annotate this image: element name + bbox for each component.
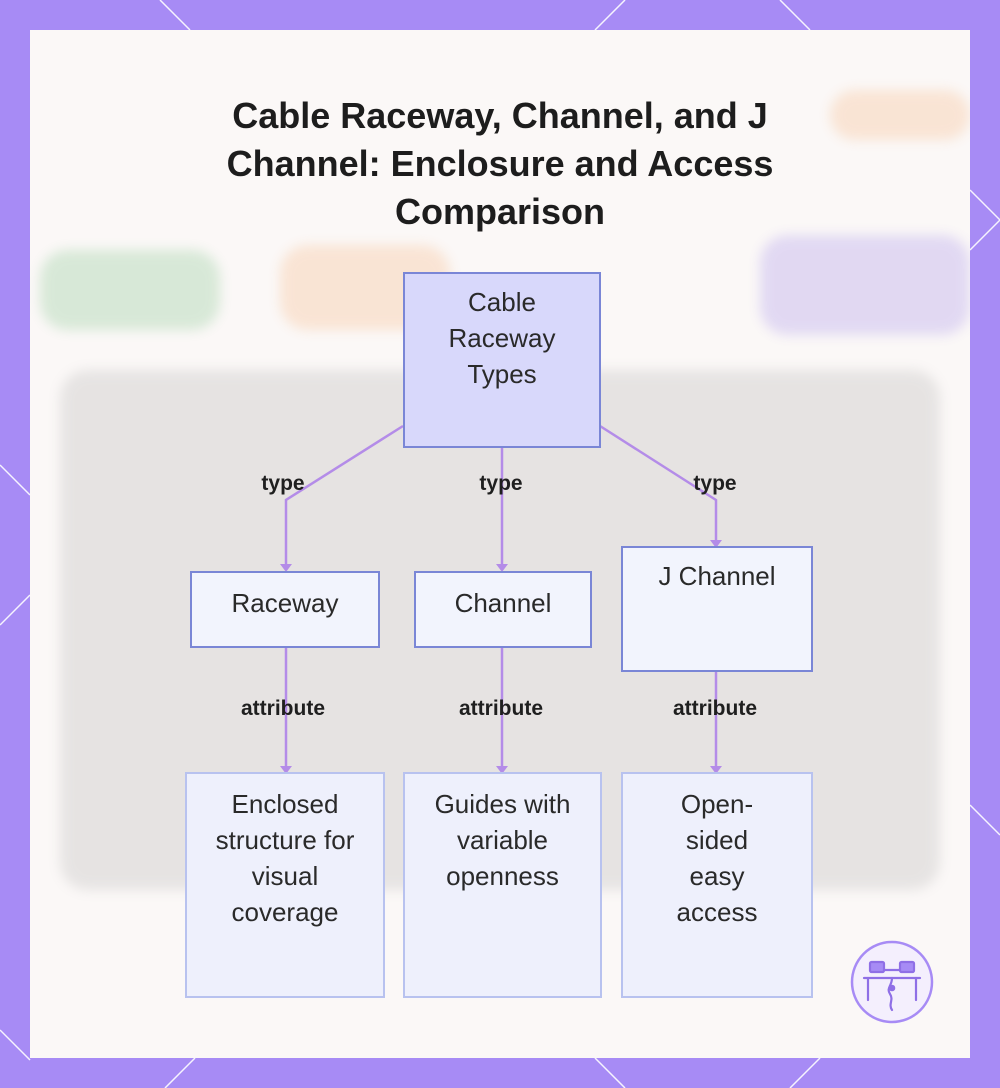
type-node-label: Channel: [454, 588, 552, 618]
type-node-label: J Channel: [658, 561, 776, 591]
root-node-label: Cable Raceway Types: [448, 287, 556, 389]
attribute-node-label: Open-sided easy access: [676, 789, 758, 927]
edge-label-attribute: attribute: [459, 697, 543, 720]
attribute-node-j-channel: Open-sided easy access: [621, 772, 813, 998]
edge-label-attribute: attribute: [673, 697, 757, 720]
background-shape: [40, 250, 220, 330]
type-node-label: Raceway: [231, 588, 339, 618]
diagram-title: Cable Raceway, Channel, and J Channel: E…: [226, 95, 774, 232]
edge-label-type: type: [479, 472, 523, 495]
type-node-raceway: Raceway: [190, 571, 380, 648]
background-shape: [830, 90, 970, 140]
type-node-j-channel: J Channel: [621, 546, 813, 672]
background-shape: [760, 235, 970, 335]
edge-root-raceway: [284, 424, 404, 566]
attribute-node-label: Enclosed structure for visual coverage: [215, 789, 355, 927]
edge-root-j-channel: [599, 424, 718, 542]
type-node-channel: Channel: [414, 571, 592, 648]
diagram-edges: [280, 424, 722, 774]
attribute-node-channel: Guides with variable openness: [403, 772, 602, 998]
edge-label-attribute: attribute: [241, 697, 325, 720]
edge-label-type: type: [261, 472, 305, 495]
root-node: Cable Raceway Types: [403, 272, 601, 448]
attribute-node-label: Guides with variable openness: [434, 789, 571, 891]
network-desk-icon: [850, 940, 934, 1024]
diagram-panel: Cable Raceway, Channel, and J Channel: E…: [30, 30, 970, 1058]
attribute-node-raceway: Enclosed structure for visual coverage: [185, 772, 385, 998]
edge-label-type: type: [693, 472, 737, 495]
